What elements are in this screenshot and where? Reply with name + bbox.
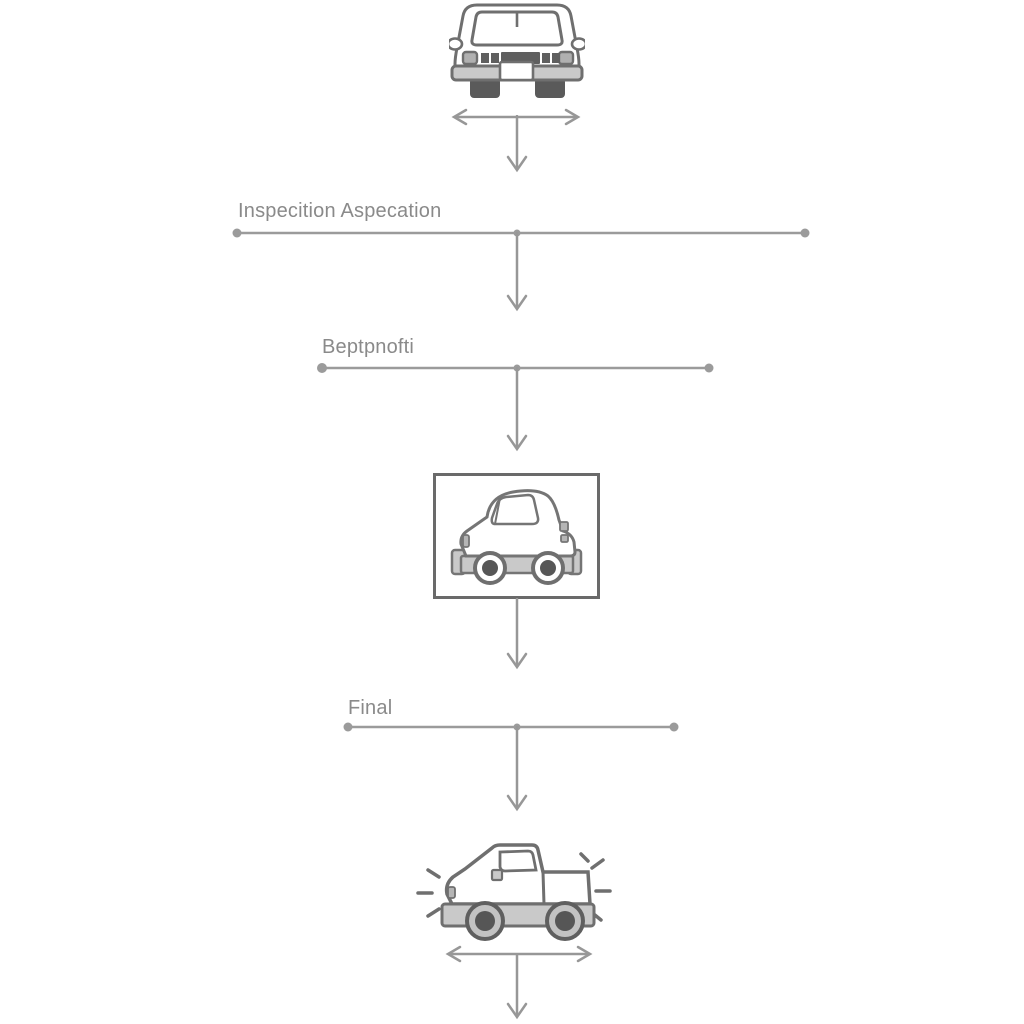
- down-arrow-1: [506, 115, 528, 173]
- step-3-label: Final: [348, 697, 393, 719]
- car-front-icon: [449, 3, 585, 98]
- down-arrow-6: [506, 953, 528, 1020]
- step-1-label: Inspecition Aspecation: [238, 200, 442, 222]
- down-arrow-3: [506, 367, 528, 452]
- down-arrow-4: [506, 598, 528, 670]
- down-arrow-5: [506, 726, 528, 812]
- car-side-boxed-icon: [450, 489, 583, 585]
- down-arrow-2: [506, 232, 528, 312]
- width-arrow-bottom: [445, 945, 593, 963]
- pickup-truck-shine-icon: [416, 843, 612, 941]
- step-3-line: [343, 722, 679, 732]
- step-2-label: Beptpnofti: [322, 336, 415, 358]
- car-side-box: [433, 473, 600, 599]
